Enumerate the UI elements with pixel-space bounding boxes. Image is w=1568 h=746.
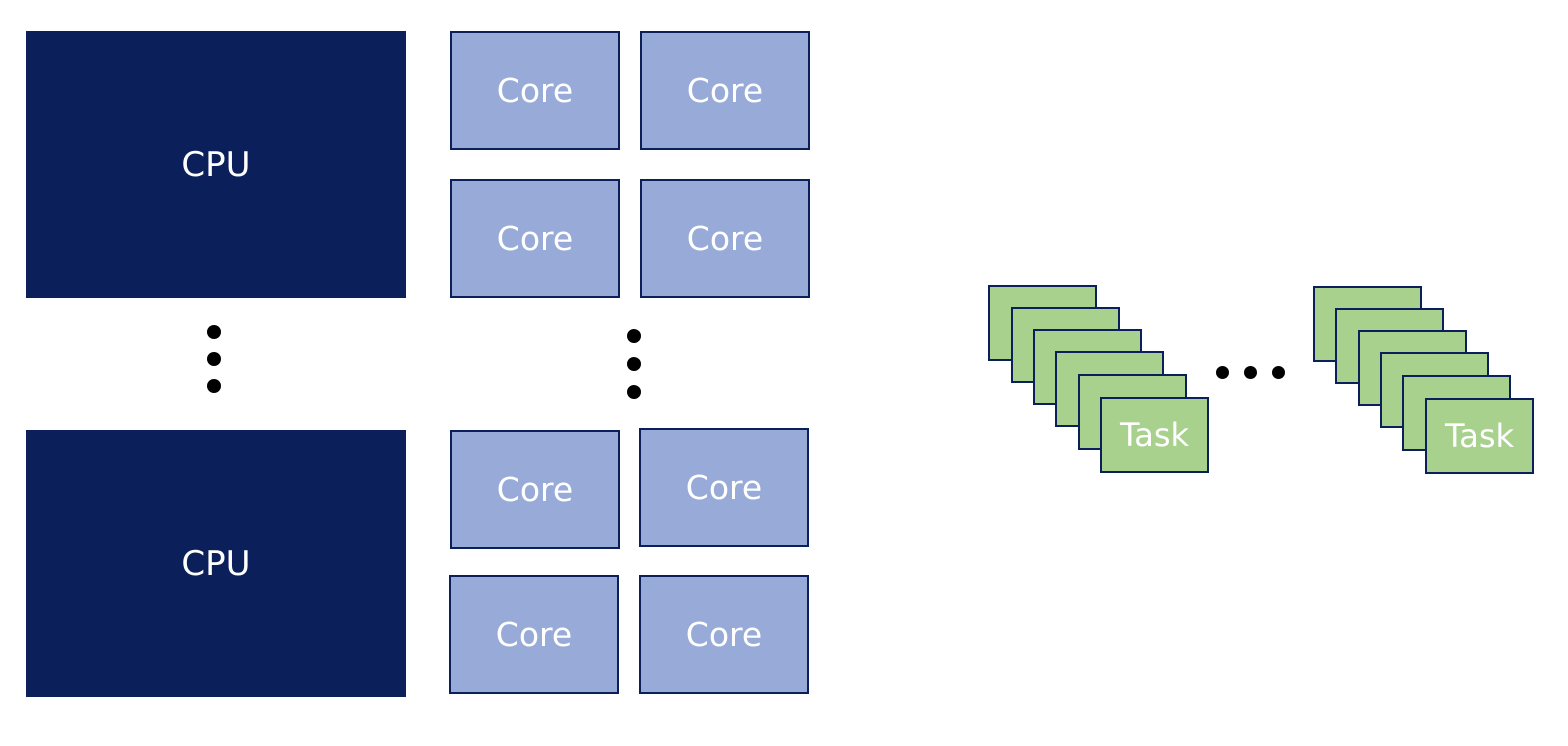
core-label: Core bbox=[686, 71, 764, 110]
core-box: Core bbox=[450, 430, 620, 549]
core-box: Core bbox=[639, 428, 809, 547]
core-box: Core bbox=[449, 575, 619, 694]
ellipsis-dot bbox=[1216, 366, 1229, 379]
core-label: Core bbox=[686, 219, 764, 258]
core-box: Core bbox=[450, 31, 620, 150]
task-card-front: Task bbox=[1100, 397, 1209, 473]
cpu-block-bottom: CPU bbox=[26, 430, 406, 697]
ellipsis-dot bbox=[627, 385, 641, 399]
core-label: Core bbox=[685, 615, 763, 654]
core-label: Core bbox=[495, 615, 573, 654]
core-box: Core bbox=[640, 179, 810, 298]
core-box: Core bbox=[450, 179, 620, 298]
cpu-label: CPU bbox=[181, 144, 251, 185]
core-label: Core bbox=[496, 71, 574, 110]
core-box: Core bbox=[639, 575, 809, 694]
cpu-block-top: CPU bbox=[26, 31, 406, 298]
ellipsis-dot bbox=[207, 325, 221, 339]
ellipsis-dot bbox=[207, 379, 221, 393]
core-label: Core bbox=[685, 468, 763, 507]
core-label: Core bbox=[496, 470, 574, 509]
ellipsis-dot bbox=[207, 352, 221, 366]
task-card-front: Task bbox=[1425, 398, 1534, 474]
task-label: Task bbox=[1119, 416, 1190, 454]
task-label: Task bbox=[1444, 417, 1515, 455]
ellipsis-dot bbox=[627, 357, 641, 371]
cpu-label: CPU bbox=[181, 543, 251, 584]
ellipsis-dot bbox=[627, 329, 641, 343]
core-box: Core bbox=[640, 31, 810, 150]
ellipsis-dot bbox=[1244, 366, 1257, 379]
core-label: Core bbox=[496, 219, 574, 258]
ellipsis-dot bbox=[1272, 366, 1285, 379]
